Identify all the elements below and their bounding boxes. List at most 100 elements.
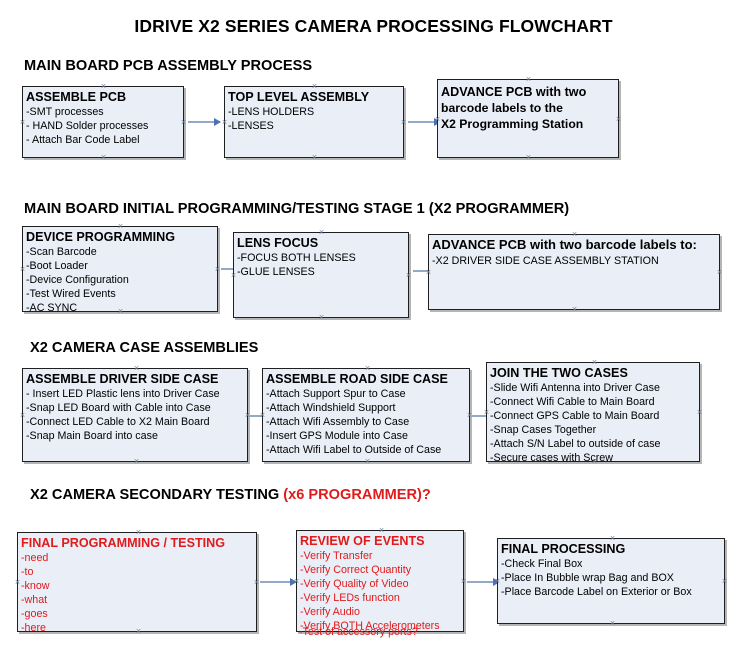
connector-handle-bottom[interactable] (100, 154, 107, 161)
node-title: FINAL PROGRAMMING / TESTING (21, 536, 226, 550)
connector-handle-right[interactable] (460, 578, 467, 585)
section-heading-4: X2 CAMERA SECONDARY TESTING (x6 PROGRAMM… (30, 487, 431, 503)
node-line: -LENSES (228, 120, 274, 133)
node-final-programming-testing[interactable]: FINAL PROGRAMMING / TESTING -need -to -k… (14, 532, 260, 634)
connector-handle-bottom[interactable] (311, 154, 318, 161)
node-line: -Verify BOTH Accelerometers (300, 619, 440, 632)
node-assemble-driver-side-case[interactable]: ASSEMBLE DRIVER SIDE CASE - Insert LED P… (22, 368, 248, 462)
connector-handle-right[interactable] (716, 269, 723, 276)
node-line: -Connect Wifi Cable to Main Board (490, 396, 655, 409)
node-line: -GLUE LENSES (237, 266, 315, 279)
node-line: -Snap Main Board into case (26, 430, 158, 443)
node-line: -here (21, 621, 46, 634)
node-line: -Verify Audio (300, 605, 361, 618)
node-line: -to (21, 566, 34, 579)
node-title: TOP LEVEL ASSEMBLY (228, 90, 370, 104)
section-heading-4-text: X2 CAMERA SECONDARY TESTING (30, 487, 284, 503)
section-heading-3-text: X2 CAMERA CASE ASSEMBLIES (30, 340, 259, 356)
node-title: JOIN THE TWO CASES (490, 366, 628, 380)
node-title: ASSEMBLE PCB (26, 90, 127, 104)
node-top-level-assembly[interactable]: TOP LEVEL ASSEMBLY -LENS HOLDERS -LENSES (224, 86, 404, 158)
section-heading-1: MAIN BOARD PCB ASSEMBLY PROCESS (24, 58, 312, 74)
node-assemble-road-side-case[interactable]: ASSEMBLE ROAD SIDE CASE -Attach Support … (262, 368, 470, 462)
node-line: -Snap LED Board with Cable into Case (26, 402, 211, 415)
section-heading-3: X2 CAMERA CASE ASSEMBLIES (30, 340, 258, 356)
node-review-of-events[interactable]: REVIEW OF EVENTS -Verify Transfer -Verif… (296, 530, 464, 632)
node-line: -Test Wired Events (26, 288, 116, 301)
node-line: -LENS HOLDERS (228, 106, 315, 119)
node-line: -Connect GPS Cable to Main Board (490, 410, 660, 423)
node-line: -FOCUS BOTH LENSES (237, 252, 356, 265)
node-line: - Insert LED Plastic lens into Driver Ca… (26, 388, 220, 401)
connector-handle-right[interactable] (180, 119, 187, 126)
connector-arrow-4b (467, 578, 500, 586)
node-line: -Scan Barcode (26, 246, 97, 259)
node-line: -what (21, 594, 48, 607)
node-final-processing[interactable]: FINAL PROCESSING -Check Final Box -Place… (497, 538, 725, 624)
node-line: -Snap Cases Together (490, 424, 597, 437)
node-title: ASSEMBLE ROAD SIDE CASE (266, 372, 448, 386)
node-advance-pcb-driver-side[interactable]: ADVANCE PCB with two barcode labels to: … (428, 234, 720, 310)
node-line: -Attach Windshield Support (266, 402, 396, 415)
node-title: DEVICE PROGRAMMING (26, 230, 176, 244)
node-title: ADVANCE PCB with two (441, 85, 587, 99)
connector-handle-right[interactable] (405, 272, 412, 279)
connector-handle-bottom[interactable] (364, 458, 371, 465)
connector-handle-right[interactable] (696, 409, 703, 416)
connector-handle-bottom[interactable] (318, 314, 325, 321)
connector-handle-bottom[interactable] (609, 620, 616, 627)
section-heading-1-text: MAIN BOARD PCB ASSEMBLY PROCESS (24, 58, 313, 74)
node-line: -Attach Wifi Assembly to Case (266, 416, 410, 429)
node-title: FINAL PROCESSING (501, 542, 626, 556)
connector-handle-right[interactable] (615, 116, 622, 123)
connector-handle-right[interactable] (214, 266, 221, 273)
node-line: -Slide Wifi Antenna into Driver Case (490, 382, 660, 395)
node-advance-pcb-programming-station[interactable]: ADVANCE PCB with two barcode labels to t… (437, 79, 619, 158)
connector-handle-top[interactable] (525, 76, 532, 83)
node-title: ADVANCE PCB with two barcode labels to: (432, 237, 697, 252)
connector-arrow-1a (188, 118, 221, 126)
node-line: -Place Barcode Label on Exterior or Box (501, 586, 692, 599)
connector-handle-bottom[interactable] (571, 306, 578, 313)
connector-handle-left[interactable] (221, 119, 228, 126)
node-line: -Attach S/N Label to outside of case (490, 437, 661, 450)
connector-arrow-4a (260, 578, 297, 586)
node-line: X2 Programming Station (441, 117, 584, 132)
node-line: -need (21, 552, 49, 565)
section-heading-2-text: MAIN BOARD INITIAL PROGRAMMING/TESTING S… (24, 201, 570, 217)
node-line: -Verify Transfer (300, 550, 373, 563)
connector-handle-left[interactable] (230, 272, 237, 279)
node-title: REVIEW OF EVENTS (300, 534, 425, 548)
node-device-programming[interactable]: DEVICE PROGRAMMING -Scan Barcode -Boot L… (19, 226, 221, 314)
node-assemble-pcb[interactable]: ASSEMBLE PCB -SMT processes - HAND Solde… (22, 86, 184, 158)
node-line: -Insert GPS Module into Case (266, 430, 408, 443)
node-line: barcode labels to the (441, 101, 563, 116)
node-line: -Attach Wifi Label to Outside of Case (266, 443, 442, 456)
connector-handle-left[interactable] (19, 119, 26, 126)
node-line: -Check Final Box (501, 558, 583, 571)
node-lens-focus[interactable]: LENS FOCUS -FOCUS BOTH LENSES -GLUE LENS… (233, 232, 409, 318)
node-join-the-two-cases[interactable]: JOIN THE TWO CASES -Slide Wifi Antenna i… (486, 362, 703, 464)
node-line: -know (21, 580, 50, 593)
node-title: ASSEMBLE DRIVER SIDE CASE (26, 372, 219, 386)
node-line: -Verify Correct Quantity (300, 564, 412, 577)
node-line: -Device Configuration (26, 274, 129, 287)
node-line: -X2 DRIVER SIDE CASE ASSEMBLY STATION (432, 254, 659, 267)
connector-handle-right[interactable] (721, 578, 728, 585)
connector-handle-left[interactable] (14, 579, 21, 586)
page-title: IDRIVE X2 SERIES CAMERA PROCESSING FLOWC… (134, 16, 613, 36)
node-line: - Attach Bar Code Label (26, 134, 140, 147)
node-line: -Verify LEDs function (300, 592, 400, 605)
connector-handle-right[interactable] (400, 119, 407, 126)
connector-handle-left[interactable] (19, 412, 26, 419)
node-line: -goes (21, 607, 48, 620)
connector-handle-right[interactable] (253, 579, 260, 586)
node-line: -Verify Quality of Video (300, 578, 409, 591)
node-line: -Boot Loader (26, 260, 88, 273)
connector-handle-bottom[interactable] (133, 458, 140, 465)
connector-handle-left[interactable] (19, 266, 26, 273)
connector-handle-bottom[interactable] (525, 154, 532, 161)
section-heading-2: MAIN BOARD INITIAL PROGRAMMING/TESTING S… (24, 201, 569, 217)
connector-arrow-1b (408, 118, 441, 126)
